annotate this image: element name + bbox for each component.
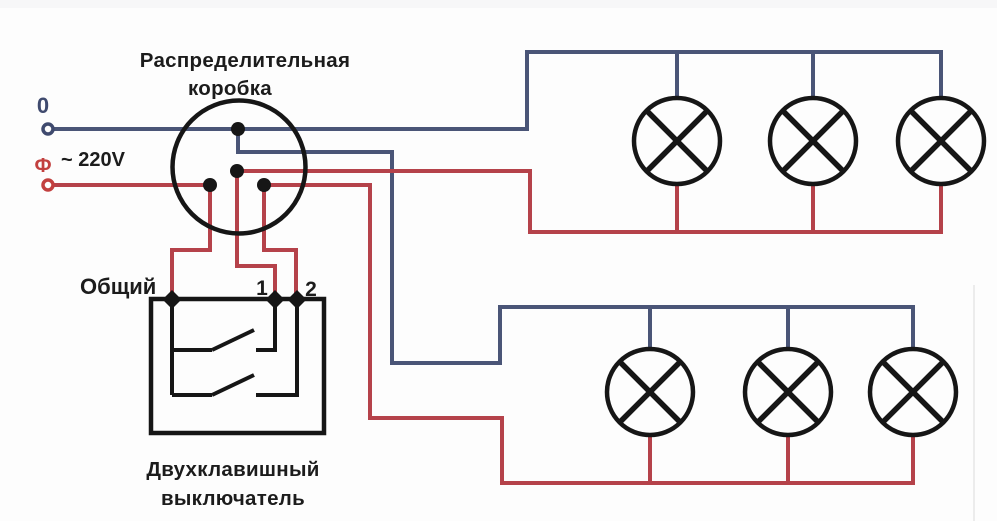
- junction-dot-line1: [230, 164, 244, 178]
- lamp-icon: [867, 346, 959, 438]
- switched-line1-upper-group-wire: [235, 169, 943, 296]
- switched-line2-lower-group-wire: [262, 183, 915, 485]
- switch-terminal-common: [162, 290, 182, 309]
- neutral-wires: [54, 50, 943, 365]
- junction-dot-phase-in: [203, 178, 217, 192]
- switch-body: [148, 296, 327, 436]
- upper-lamp-group: [631, 95, 987, 187]
- switch-common-label: Общий: [80, 274, 156, 299]
- phase-label-group: Ф: [34, 155, 51, 177]
- black-outlines: [148, 95, 987, 438]
- junction-dots: [162, 122, 307, 309]
- switch-caption-line2: выключатель: [161, 487, 305, 510]
- switch-pole2-blade: [211, 373, 255, 397]
- lamp-icon: [742, 346, 834, 438]
- distribution-box-title-line2: коробка: [188, 77, 272, 100]
- lamp-icon: [604, 346, 696, 438]
- phase-wires: [54, 169, 943, 485]
- lamp-icon: [895, 95, 987, 187]
- switch-pole2-contact: [256, 300, 299, 397]
- switch-terminal-2: [287, 290, 307, 309]
- neutral-feed-lower-group-wire: [236, 129, 915, 365]
- switch-key2-label: 2: [305, 278, 317, 301]
- distribution-box-circle: [170, 98, 308, 236]
- phase-to-switch-common-wire: [54, 183, 212, 296]
- switch-pole1-blade: [211, 328, 255, 352]
- switch-box: [148, 296, 327, 436]
- phase-terminal-label: Ф: [34, 155, 51, 177]
- neutral-feed-upper-group-wire: [54, 50, 943, 131]
- distribution-box-title-line1: Распределительная: [140, 49, 350, 72]
- switch-pole1-contact: [256, 300, 277, 352]
- lamp-icon: [767, 95, 859, 187]
- junction-dot-neutral: [231, 122, 245, 136]
- lower-lamp-group: [604, 346, 959, 438]
- black-labels: Распределительная коробка ~ 220V Общий 1…: [61, 49, 350, 510]
- neutral-terminal: [41, 122, 55, 136]
- top-strip: [0, 0, 997, 8]
- switch-key1-label: 1: [256, 277, 268, 300]
- neutral-terminal-label: 0: [37, 93, 49, 118]
- page-edge-line: [973, 285, 975, 521]
- switch-terminal-1: [265, 290, 285, 309]
- switch-caption-line1: Двухклавишный: [146, 458, 319, 481]
- phase-terminal: [41, 178, 55, 192]
- lamp-icon: [631, 95, 723, 187]
- switch-internal-circuit: [170, 300, 299, 397]
- neutral-label-group: 0: [37, 93, 49, 118]
- junction-dot-line2: [257, 178, 271, 192]
- voltage-label: ~ 220V: [61, 149, 126, 171]
